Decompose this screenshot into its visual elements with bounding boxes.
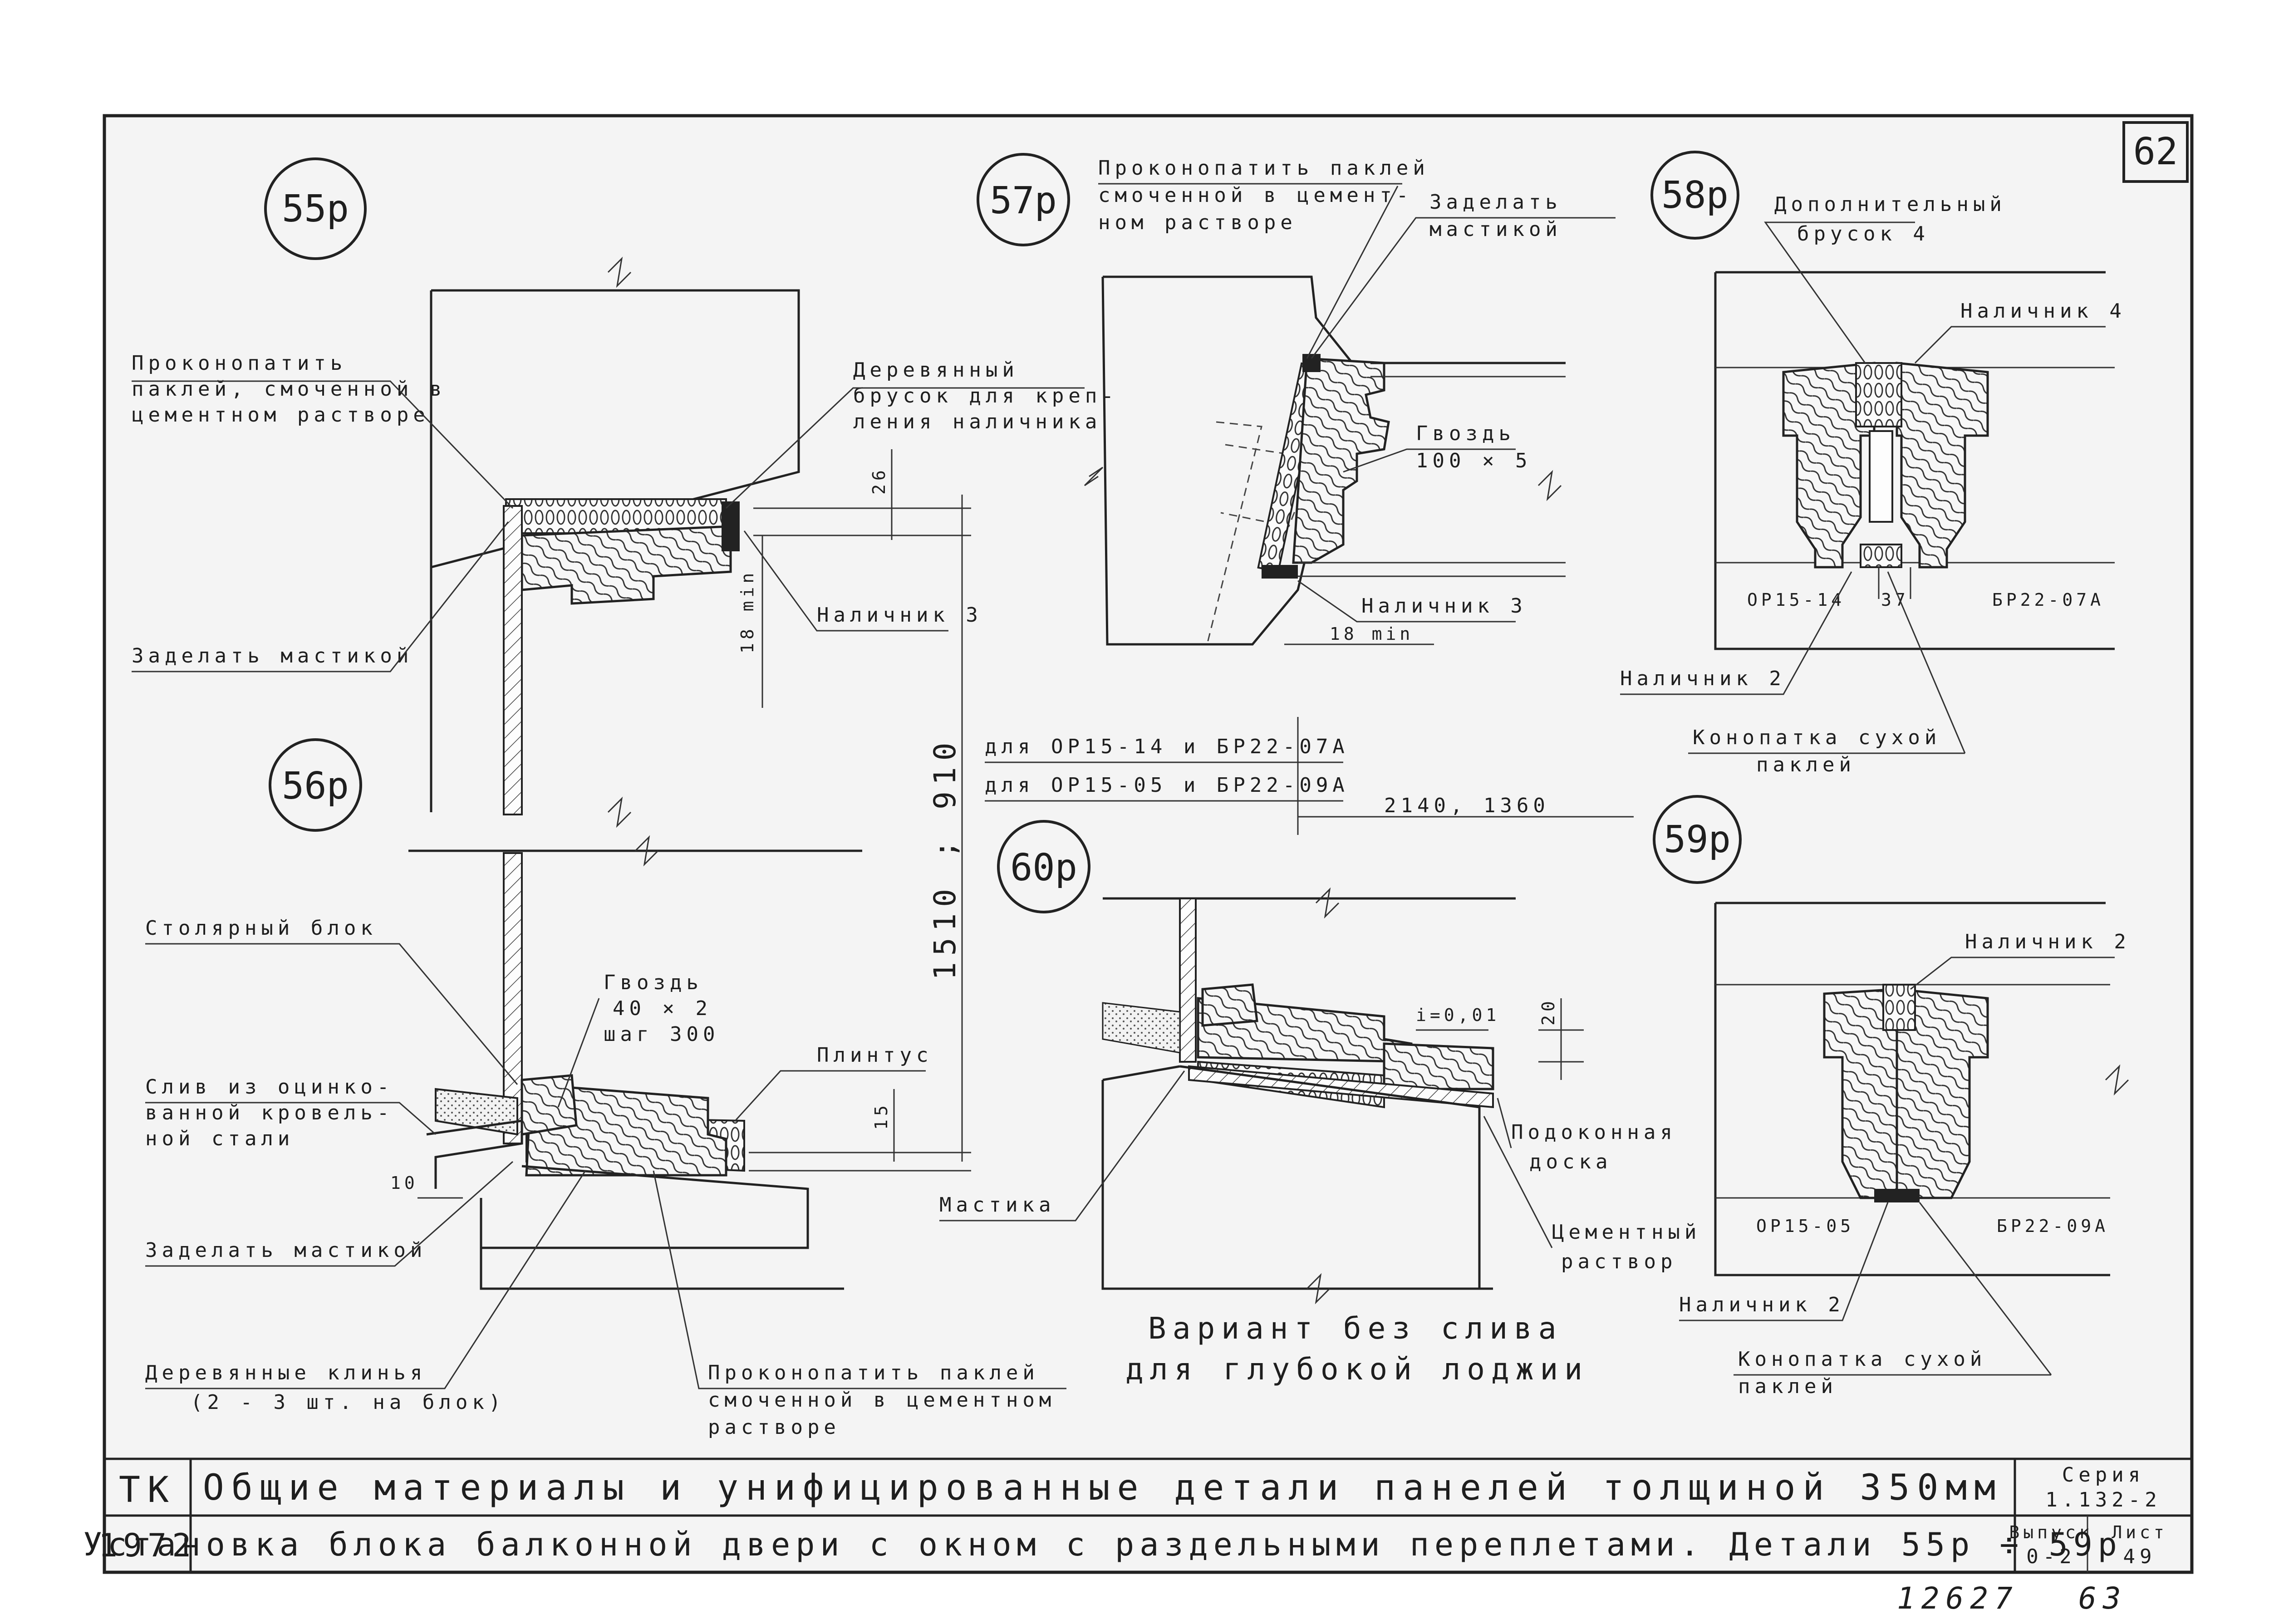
detail-57-dim-18: 18 min	[1330, 624, 1414, 644]
sheet-value: 49	[2123, 1545, 2156, 1568]
detail-56-dim-15: 15	[871, 1102, 891, 1130]
title-main: Общие материалы и унифицированные детали…	[203, 1467, 2003, 1508]
detail-56-wedges-line2: (2 - 3 шт. на блок)	[191, 1391, 505, 1414]
detail-58-left-label: ОР15-14	[1747, 590, 1845, 610]
detail-56-wedges-line1: Деревянные клинья	[145, 1361, 427, 1384]
detail-59-mark: 59р	[1664, 818, 1731, 861]
detail-58-trim4-label: Наличник 4	[1960, 299, 2126, 323]
detail-60-mark: 60р	[1010, 846, 1077, 889]
detail-56-mastic-label: Заделать мастикой	[145, 1239, 427, 1262]
detail-55-mastic-label: Заделать мастикой	[132, 644, 413, 667]
detail-56-drip-line3: ной стали	[145, 1127, 294, 1150]
detail-57-caulk-line3: ном растворе	[1098, 211, 1297, 234]
detail-60-slope: i=0,01	[1416, 1005, 1500, 1025]
detail-55-marker	[264, 157, 367, 260]
detail-60-sill-line1: Подоконная	[1511, 1121, 1677, 1144]
detail-55-trim-label: Наличник 3	[817, 603, 982, 627]
detail-57-nail-line2: 100 × 5	[1416, 449, 1532, 472]
note-row2-text: для ОР15-05 и БР22-09А	[985, 774, 1349, 797]
detail-55-caulk-line1: Проконопатить	[132, 352, 347, 375]
detail-58-extra-bar-line1: Дополнительный	[1774, 193, 2006, 216]
detail-58-caulk-line2: паклей	[1756, 753, 1856, 776]
detail-57-marker	[977, 153, 1070, 246]
detail-57-caulk-line2: смоченной в цемент-	[1098, 184, 1413, 207]
detail-60: 60р i=0,01 20 Подоконная доска Цементный…	[939, 820, 1701, 1387]
detail-59-trim2-bottom: Наличник 2	[1679, 1293, 1845, 1316]
detail-55-dim-26: 26	[869, 466, 889, 495]
detail-56-caulk-line2: смоченной в цементном	[708, 1388, 1056, 1412]
detail-56-drip-line1: Слив из оцинко-	[145, 1075, 393, 1099]
variant-note-line2: для глубокой лоджии	[1125, 1352, 1589, 1387]
detail-56-dim-10: 10	[390, 1173, 418, 1193]
detail-57-mastic-line2: мастикой	[1429, 218, 1562, 241]
detail-56-drip-line2: ванной кровель-	[145, 1101, 393, 1124]
variant-note-line1: Вариант без слива	[1148, 1311, 1563, 1346]
series-value: 1.132-2	[2045, 1488, 2161, 1511]
title-year: 1972	[98, 1527, 197, 1564]
detail-57-nail-line1: Гвоздь	[1416, 422, 1515, 445]
detail-56-nail-line1: Гвоздь	[604, 971, 703, 994]
page-number-box: 62	[2122, 121, 2189, 183]
corner-number: 63	[2078, 1581, 2127, 1616]
detail-56-mark: 56р	[282, 765, 349, 808]
note-row2-value: 9	[1316, 774, 1333, 797]
detail-58: 58р Дополнительный брусок 4 Наличник 4 О…	[1620, 151, 2126, 776]
detail-58-extra-bar-line2: брусок 4	[1797, 222, 1930, 245]
detail-58-mark: 58р	[1661, 174, 1729, 217]
detail-59-right-label: БР22-09А	[1997, 1216, 2109, 1236]
detail-60-dim-20: 20	[1538, 997, 1558, 1025]
detail-55-dim-18: 18 min	[737, 569, 757, 653]
detail-55: 55р 26 18 min Проконопатить паклей, смоч…	[132, 157, 1114, 815]
note-widths: 2140, 1360	[1384, 794, 1550, 817]
detail-59-trim2-top: Наличник 2	[1965, 930, 2131, 953]
detail-60-marker	[997, 820, 1090, 913]
issue-label: Выпуск	[2009, 1522, 2093, 1542]
title-block: ТК 1972 Общие материалы и унифицированны…	[83, 1457, 2192, 1572]
detail-56-caulk-line3: растворе	[708, 1416, 840, 1439]
detail-57-mastic-line1: Заделать	[1429, 191, 1562, 214]
detail-59-caulk-line1: Конопатка сухой	[1738, 1348, 1986, 1371]
detail-56-skirting-label: Плинтус	[817, 1044, 933, 1067]
detail-55-wood-bar-line3: ления наличника	[853, 410, 1101, 433]
detail-56-nail-line3: шаг 300	[604, 1023, 719, 1046]
detail-59-marker	[1653, 795, 1742, 884]
notes-block: для ОР15-14 и БР22-07А 7 для ОР15-05 и Б…	[985, 717, 1634, 835]
series-label: Серия	[2062, 1463, 2145, 1487]
detail-56-marker	[269, 738, 362, 832]
note-row1-value: 7	[1316, 735, 1333, 758]
detail-58-trim2-label: Наличник 2	[1620, 667, 1786, 690]
detail-56-joinery-label: Столярный блок	[145, 917, 377, 940]
sheet-label: Лист	[2112, 1522, 2168, 1542]
detail-56-nail-line2: 40 × 2	[613, 997, 712, 1020]
note-row1-text: для ОР15-14 и БР22-07А	[985, 735, 1349, 758]
detail-55-caulk-line3: цементном растворе	[132, 403, 430, 427]
detail-59-left-label: ОР15-05	[1756, 1216, 1854, 1236]
title-subtitle: Установка блока балконной двери с окном …	[83, 1526, 2122, 1563]
detail-59: 59р Наличник 2 ОР15-05 БР22-09А Наличник…	[1653, 795, 2131, 1398]
detail-58-mid-label: 37	[1881, 590, 1909, 610]
detail-58-marker	[1650, 151, 1739, 240]
detail-56-caulk-line1: Проконопатить паклей	[708, 1361, 1039, 1384]
detail-57: 57р Проконопатить паклей смоченной в цем…	[977, 153, 1616, 646]
issue-value: 0-2	[2026, 1545, 2076, 1568]
detail-55-wood-bar-line1: Деревянный	[853, 358, 1019, 382]
detail-59-caulk-line2: паклей	[1738, 1375, 1837, 1398]
detail-60-sill-line2: доска	[1529, 1150, 1612, 1173]
sheet-border	[103, 114, 2194, 1574]
detail-56-dim-height: 1510 ; 910	[928, 736, 963, 980]
detail-55-mark: 55р	[282, 187, 349, 231]
detail-57-trim-label: Наличник 3	[1361, 594, 1527, 618]
detail-60-mastic-label: Мастика	[939, 1193, 1055, 1217]
detail-57-mark: 57р	[990, 179, 1057, 222]
page-number: 62	[2133, 130, 2178, 173]
title-org-code: ТК	[119, 1470, 176, 1511]
detail-58-caulk-line1: Конопатка сухой	[1693, 726, 1941, 749]
detail-58-right-label: БР22-07А	[1992, 590, 2104, 610]
detail-57-caulk-line1: Проконопатить паклей	[1098, 157, 1429, 180]
detail-56: 56р 15 1510 ; 910 10 Столярный блок Гвоз…	[145, 495, 1066, 1439]
detail-60-mortar-line2: раствор	[1561, 1250, 1677, 1273]
detail-60-mortar-line1: Цементный	[1552, 1221, 1701, 1244]
stamp-number: 12627	[1897, 1581, 2019, 1616]
